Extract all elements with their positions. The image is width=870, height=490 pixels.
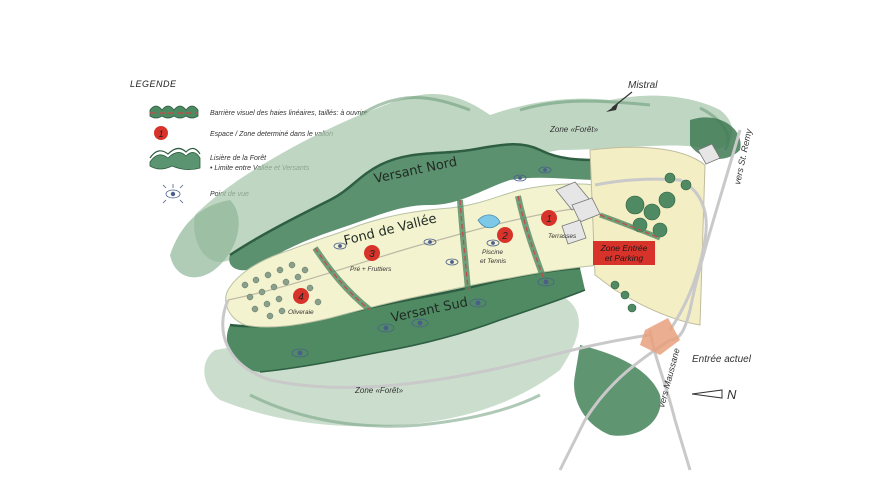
hedge-barrier-icon — [149, 105, 199, 119]
viewpoint-icon — [537, 277, 555, 287]
forest-zone-south — [204, 295, 579, 428]
zone-3-label: Pré + Fruttiers — [350, 266, 392, 273]
pool-icon — [477, 214, 501, 229]
viewpoint-icon — [333, 242, 347, 250]
zone-2-label-2: et Tennis — [480, 258, 507, 265]
legend-hedge-label: Barrière visuel des haies linéaires, tai… — [210, 110, 368, 117]
zone-marker-1: 1 Terrasses — [541, 210, 577, 240]
north-label: N — [727, 387, 737, 402]
svg-text:2: 2 — [501, 231, 508, 242]
mistral-label: Mistral — [628, 80, 658, 91]
viewpoint-icon — [486, 239, 500, 247]
north-arrow-icon — [691, 389, 723, 399]
olive-grove — [241, 261, 322, 320]
zone-number-icon: 1 — [154, 126, 168, 140]
svg-text:4: 4 — [298, 292, 304, 303]
viewpoint-icon — [291, 348, 309, 358]
entrance-trees — [610, 172, 692, 313]
versant-nord-slope — [229, 142, 601, 271]
legend-forest-label-1: Lisière de la Forêt — [210, 155, 267, 162]
zone-marker-2: 2 Piscine et Tennis — [480, 227, 513, 265]
viewpoint-icon — [445, 258, 459, 266]
north-indicator: N — [691, 387, 737, 402]
zone-foret-bottom-label: Zone «Forêt» — [354, 386, 404, 395]
viewpoint-icon — [411, 318, 429, 328]
hedge-barriers — [312, 195, 661, 313]
viewpoints — [291, 166, 555, 358]
zone-1-label: Terrasses — [548, 233, 577, 240]
forest-edge-icon — [149, 147, 201, 170]
svg-text:1: 1 — [546, 214, 552, 225]
viewpoint-icon — [162, 184, 184, 204]
zone-2-label-1: Piscine — [482, 249, 503, 256]
zone-marker-4: 4 Oliveraie — [288, 288, 314, 316]
parking-label-1: Zone Entrée — [600, 243, 648, 253]
zone-foret-top-label: Zone «Forêt» — [549, 125, 599, 134]
legend-title: LEGENDE — [130, 79, 177, 89]
viewpoint-icon — [538, 166, 552, 174]
svg-text:3: 3 — [369, 249, 375, 260]
entree-actuel-label: Entrée actuel — [692, 354, 752, 365]
parking-label-2: et Parking — [605, 253, 644, 263]
viewpoint-icon — [469, 298, 487, 308]
viewpoint-icon — [377, 323, 395, 333]
zone-marker-3: 3 Pré + Fruttiers — [350, 245, 392, 273]
viewpoint-icon — [513, 174, 527, 182]
entry-node — [640, 318, 680, 355]
zone-4-label: Oliveraie — [288, 309, 314, 316]
parking-zone-box: Zone Entrée et Parking — [593, 241, 655, 265]
entrance-plot — [589, 146, 706, 326]
viewpoint-icon — [423, 238, 437, 246]
legend-zone-label: Espace / Zone determiné dans le vallon — [210, 131, 333, 138]
wind-arrow-icon — [606, 91, 633, 112]
svg-text:1: 1 — [158, 129, 163, 139]
buildings — [555, 143, 721, 245]
mistral-indicator: Mistral — [606, 80, 658, 112]
